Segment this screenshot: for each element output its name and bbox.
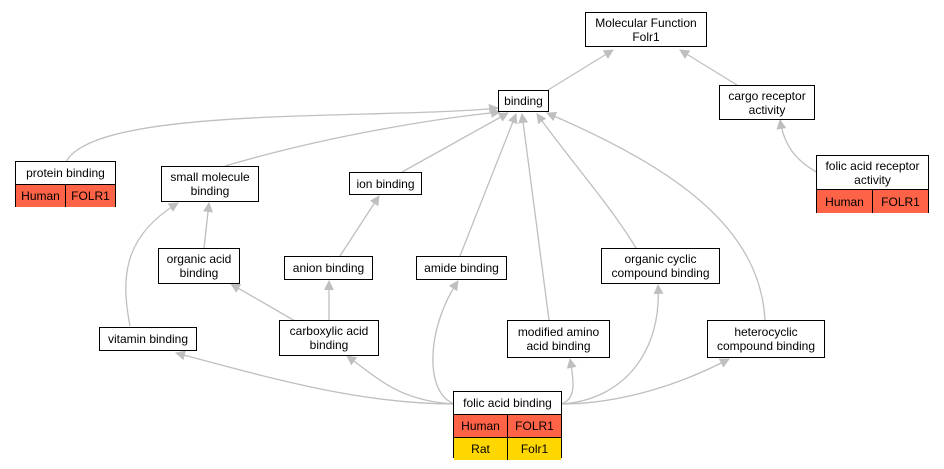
ion-binding-node[interactable]: ion binding <box>349 172 422 195</box>
vitamin-binding-node[interactable]: vitamin binding <box>99 327 197 351</box>
annotation-row-human: Human FOLR1 <box>817 190 928 213</box>
modified-amino-acid-binding-node[interactable]: modified amino acid binding <box>507 320 610 358</box>
edge-folic-receptor-cargo <box>776 119 819 174</box>
edge-cargo-mf <box>679 49 738 86</box>
edge-folic-heterocyclic <box>560 358 730 405</box>
edge-folic-amide <box>432 280 459 405</box>
edge-folic-organic-cyclic <box>560 284 664 405</box>
annotation-row-human: Human FOLR1 <box>16 185 115 207</box>
edge-amide-binding <box>459 113 518 257</box>
edge-folic-modified-amino <box>560 358 577 405</box>
heterocyclic-compound-binding-node[interactable]: heterocyclic compound binding <box>707 320 825 358</box>
anion-binding-node[interactable]: anion binding <box>284 256 373 280</box>
edge-ion-binding-binding <box>401 112 509 173</box>
gene-cell: Folr1 <box>507 438 561 460</box>
molecular-function-node[interactable]: Molecular Function Folr1 <box>585 12 707 47</box>
annotation-row-rat: Rat Folr1 <box>454 437 561 460</box>
carboxylic-acid-binding-node[interactable]: carboxylic acid binding <box>279 320 379 356</box>
species-cell: Human <box>825 194 864 209</box>
gene-cell: FOLR1 <box>872 190 928 213</box>
edge-organic-acid-small-molecule <box>203 202 213 249</box>
folic-acid-binding-label: folic acid binding <box>454 392 561 415</box>
amide-binding-node[interactable]: amide binding <box>416 256 507 280</box>
edge-binding-mf <box>547 49 614 91</box>
annotation-row-human: Human FOLR1 <box>454 415 561 437</box>
edge-small-molecule-binding <box>224 107 501 167</box>
cargo-receptor-activity-node[interactable]: cargo receptor activity <box>719 85 815 120</box>
folic-acid-binding-node[interactable]: folic acid binding Human FOLR1 Rat Folr1 <box>453 391 562 460</box>
species-cell: Human <box>461 419 500 433</box>
folic-acid-receptor-activity-node[interactable]: folic acid receptor activity Human FOLR1 <box>816 155 929 213</box>
species-cell: Human <box>21 189 60 203</box>
protein-binding-node[interactable]: protein binding Human FOLR1 <box>15 161 116 207</box>
organic-acid-binding-node[interactable]: organic acid binding <box>158 248 240 284</box>
edge-heterocyclic-binding <box>546 111 766 321</box>
gene-cell: FOLR1 <box>65 185 115 207</box>
edge-modified-amino-binding <box>518 113 550 321</box>
edge-anion-ion <box>339 195 380 257</box>
organic-cyclic-compound-binding-node[interactable]: organic cyclic compound binding <box>601 248 720 284</box>
edge-carboxylic-organic-acid <box>230 283 296 322</box>
edge-vitamin-small-molecule <box>125 202 179 327</box>
protein-binding-label: protein binding <box>16 162 115 185</box>
folic-acid-receptor-activity-label: folic acid receptor activity <box>817 156 928 190</box>
small-molecule-binding-node[interactable]: small molecule binding <box>161 166 259 202</box>
edge-organic-cyclic-binding <box>536 113 637 249</box>
binding-node[interactable]: binding <box>498 90 549 112</box>
edge-folic-vitamin <box>175 350 456 405</box>
gene-cell: FOLR1 <box>507 415 561 437</box>
species-cell: Rat <box>471 442 490 456</box>
edge-protein-binding-binding <box>65 103 499 163</box>
edge-folic-carboxylic <box>346 355 456 405</box>
